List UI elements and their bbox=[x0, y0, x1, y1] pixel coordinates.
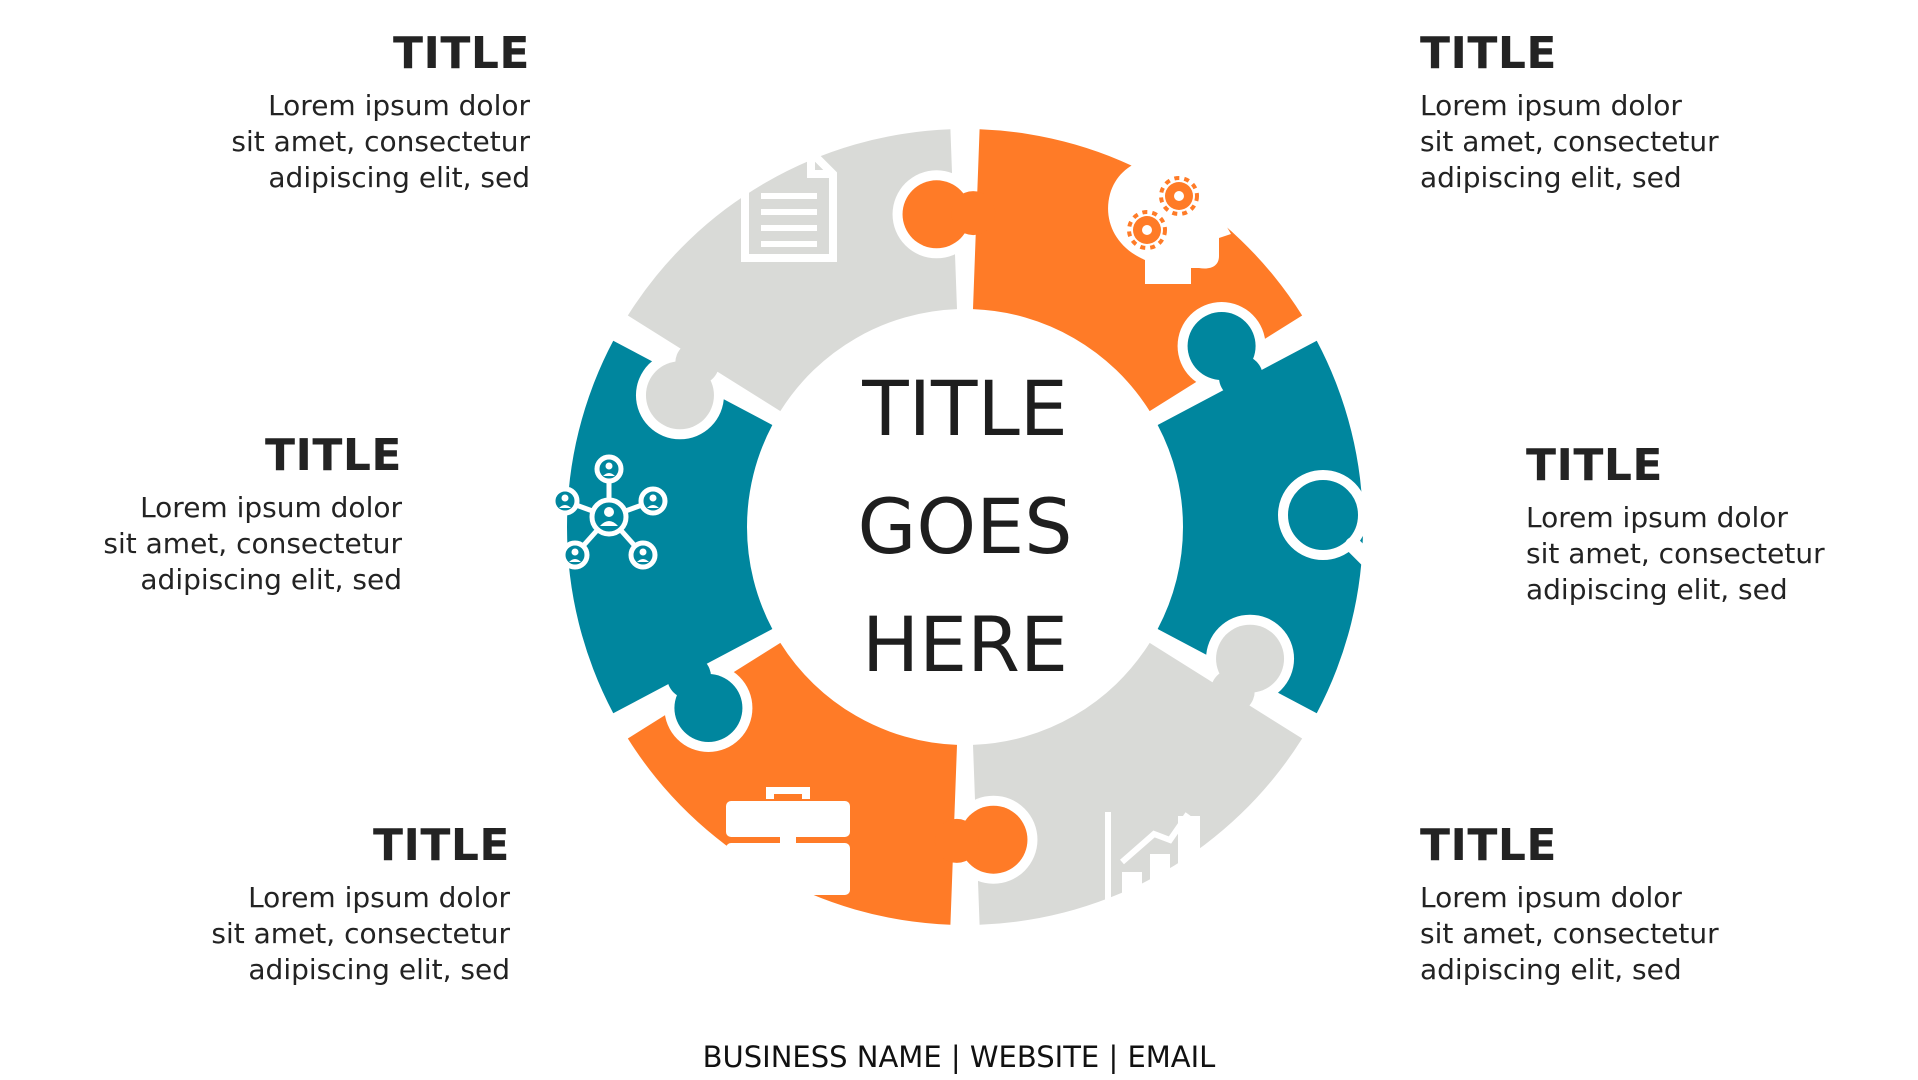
callout-body: Lorem ipsum dolor sit amet, consectetur … bbox=[103, 491, 402, 596]
callout-title: TITLE bbox=[373, 820, 510, 871]
ring-segment-right bbox=[1157, 340, 1363, 714]
puzzle-knob bbox=[902, 180, 971, 249]
callout-bottom-left: TITLE Lorem ipsum dolor sit amet, consec… bbox=[180, 820, 510, 988]
briefcase-icon bbox=[726, 787, 850, 895]
puzzle-knob-neck bbox=[1218, 355, 1263, 400]
puzzle-knob-neck bbox=[1210, 669, 1255, 714]
puzzle-knob-neck bbox=[934, 818, 979, 863]
callout-bottom-right: TITLE Lorem ipsum dolor sit amet, consec… bbox=[1420, 820, 1750, 988]
callout-body: Lorem ipsum dolor sit amet, consectetur … bbox=[1420, 881, 1719, 986]
center-title-line: GOES bbox=[857, 482, 1073, 571]
center-title-line: TITLE bbox=[862, 364, 1068, 453]
puzzle-knob bbox=[959, 805, 1028, 874]
document-icon bbox=[741, 148, 837, 262]
ring-segment-bottom-right bbox=[972, 642, 1303, 925]
callout-title: TITLE bbox=[1526, 440, 1663, 491]
callout-title: TITLE bbox=[1420, 28, 1557, 79]
footer-text: BUSINESS NAME | WEBSITE | EMAIL bbox=[702, 1040, 1216, 1074]
puzzle-knob-neck bbox=[675, 340, 720, 385]
puzzle-knob-neck bbox=[951, 191, 996, 236]
callout-top-right: TITLE Lorem ipsum dolor sit amet, consec… bbox=[1420, 28, 1750, 196]
callout-body: Lorem ipsum dolor sit amet, consectetur … bbox=[1420, 89, 1719, 194]
center-title: TITLE GOES HERE bbox=[795, 350, 1135, 704]
ring-segment-top-left bbox=[627, 129, 958, 412]
callout-right: TITLE Lorem ipsum dolor sit amet, consec… bbox=[1526, 440, 1856, 608]
puzzle-knob-neck bbox=[667, 654, 712, 699]
callout-body: Lorem ipsum dolor sit amet, consectetur … bbox=[1526, 501, 1825, 606]
center-title-line: HERE bbox=[862, 600, 1068, 689]
callout-title: TITLE bbox=[1420, 820, 1557, 871]
magnifier-icon bbox=[1278, 470, 1397, 589]
callout-left: TITLE Lorem ipsum dolor sit amet, consec… bbox=[72, 430, 402, 598]
icons-layer bbox=[550, 148, 1397, 921]
knobs-layer bbox=[635, 170, 1295, 884]
network-icon bbox=[550, 454, 668, 570]
bar-chart-icon bbox=[1105, 812, 1214, 921]
callout-body: Lorem ipsum dolor sit amet, consectetur … bbox=[211, 881, 510, 986]
head-gears-icon bbox=[1108, 157, 1231, 284]
callout-top-left: TITLE Lorem ipsum dolor sit amet, consec… bbox=[200, 28, 530, 196]
callout-body: Lorem ipsum dolor sit amet, consectetur … bbox=[231, 89, 530, 194]
callout-title: TITLE bbox=[265, 430, 402, 481]
ring-segment-left bbox=[567, 340, 773, 714]
callout-title: TITLE bbox=[393, 28, 530, 79]
